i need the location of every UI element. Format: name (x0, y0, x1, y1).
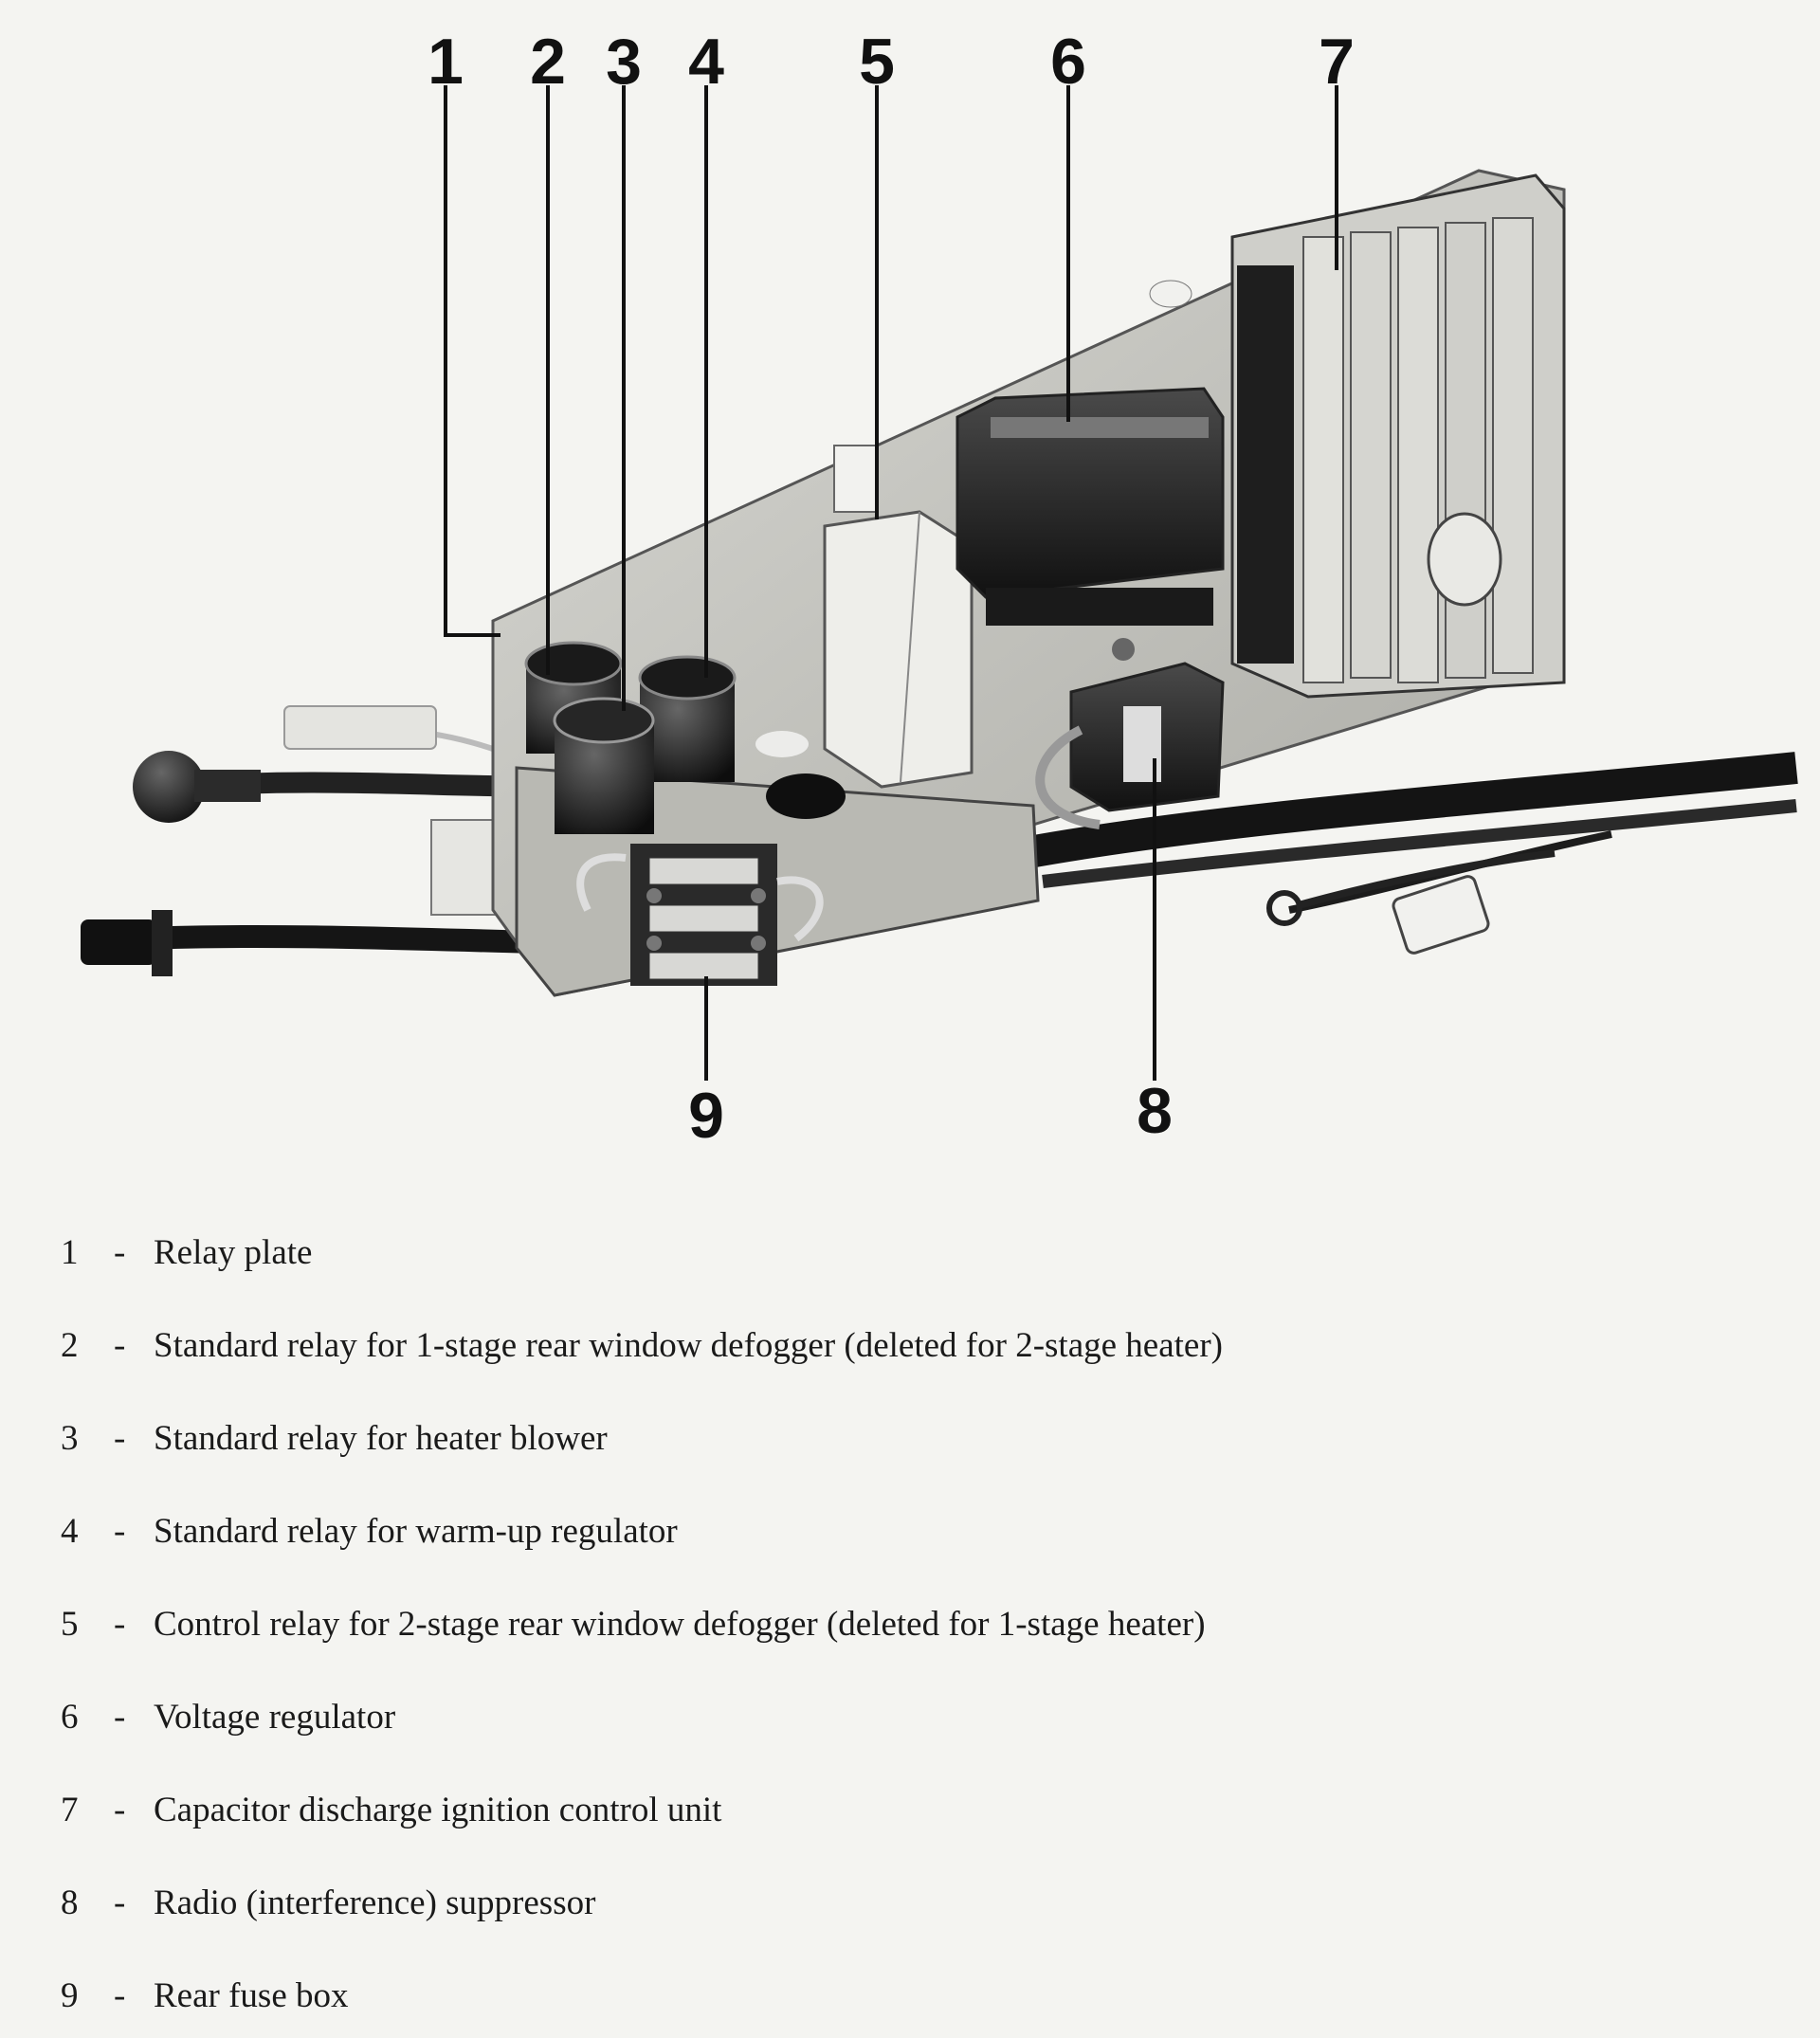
callout-numbers: 1 2 3 4 5 6 7 8 9 (428, 26, 1355, 1152)
legend-text: Standard relay for warm-up regulator (154, 1512, 678, 1551)
legend-dash: - (114, 1698, 126, 1737)
legend-dash: - (114, 1605, 126, 1644)
callout-leader-lines (444, 85, 1338, 1081)
white-plug (1392, 875, 1490, 955)
legend-dash: - (114, 1883, 126, 1922)
legend-number: 4 (61, 1512, 79, 1551)
radio-suppressor-8 (1035, 662, 1225, 829)
legend-dash: - (114, 1326, 126, 1365)
relay-plate-photo-figure: 1 2 3 4 5 6 7 8 9 (81, 26, 1798, 1152)
control-relay-5 (823, 445, 974, 789)
legend-number: 7 (61, 1791, 79, 1829)
legend-text: Capacitor discharge ignition control uni… (154, 1791, 722, 1829)
legend-dash: - (114, 1419, 126, 1458)
legend-number: 5 (61, 1605, 79, 1644)
callout-number-2: 2 (530, 26, 566, 98)
legend-number: 3 (61, 1419, 79, 1458)
legend-dash: - (114, 1512, 126, 1551)
leader-line-1 (444, 85, 500, 637)
ignition-control-unit-7 (1230, 173, 1566, 699)
callout-number-8: 8 (1137, 1075, 1173, 1147)
callout-number-6: 6 (1050, 26, 1086, 98)
legend-text: Voltage regulator (154, 1698, 396, 1737)
legend-text: Standard relay for 1-stage rear window d… (154, 1326, 1223, 1365)
fuse-strip (576, 844, 824, 986)
standard-relay-3 (553, 697, 655, 834)
legend-number: 6 (61, 1698, 79, 1737)
legend-text: Radio (interference) suppressor (154, 1883, 596, 1922)
callout-number-7: 7 (1319, 26, 1355, 98)
ring-terminal-connector (133, 751, 261, 823)
legend-dash: - (114, 1976, 126, 2015)
legend-text: Standard relay for heater blower (154, 1419, 608, 1458)
ring-terminal (1266, 849, 1556, 926)
legend-number: 1 (61, 1233, 79, 1272)
legend-dash: - (114, 1233, 126, 1272)
callout-number-3: 3 (606, 26, 642, 98)
legend-number: 9 (61, 1976, 79, 2015)
legend-number: 2 (61, 1326, 79, 1365)
voltage-regulator-6 (956, 387, 1225, 661)
callout-number-9: 9 (688, 1080, 724, 1152)
legend-text: Rear fuse box (154, 1976, 349, 2015)
legend-number: 8 (61, 1883, 79, 1922)
callout-number-4: 4 (688, 26, 724, 98)
grommet-connector (81, 910, 173, 976)
plug-connector (283, 705, 508, 916)
callout-number-1: 1 (428, 26, 464, 98)
standard-relay-4 (638, 655, 737, 782)
legend-text: Relay plate (154, 1233, 313, 1272)
legend-dash: - (114, 1791, 126, 1829)
legend-text: Control relay for 2-stage rear window de… (154, 1605, 1206, 1644)
callout-number-5: 5 (859, 26, 895, 98)
